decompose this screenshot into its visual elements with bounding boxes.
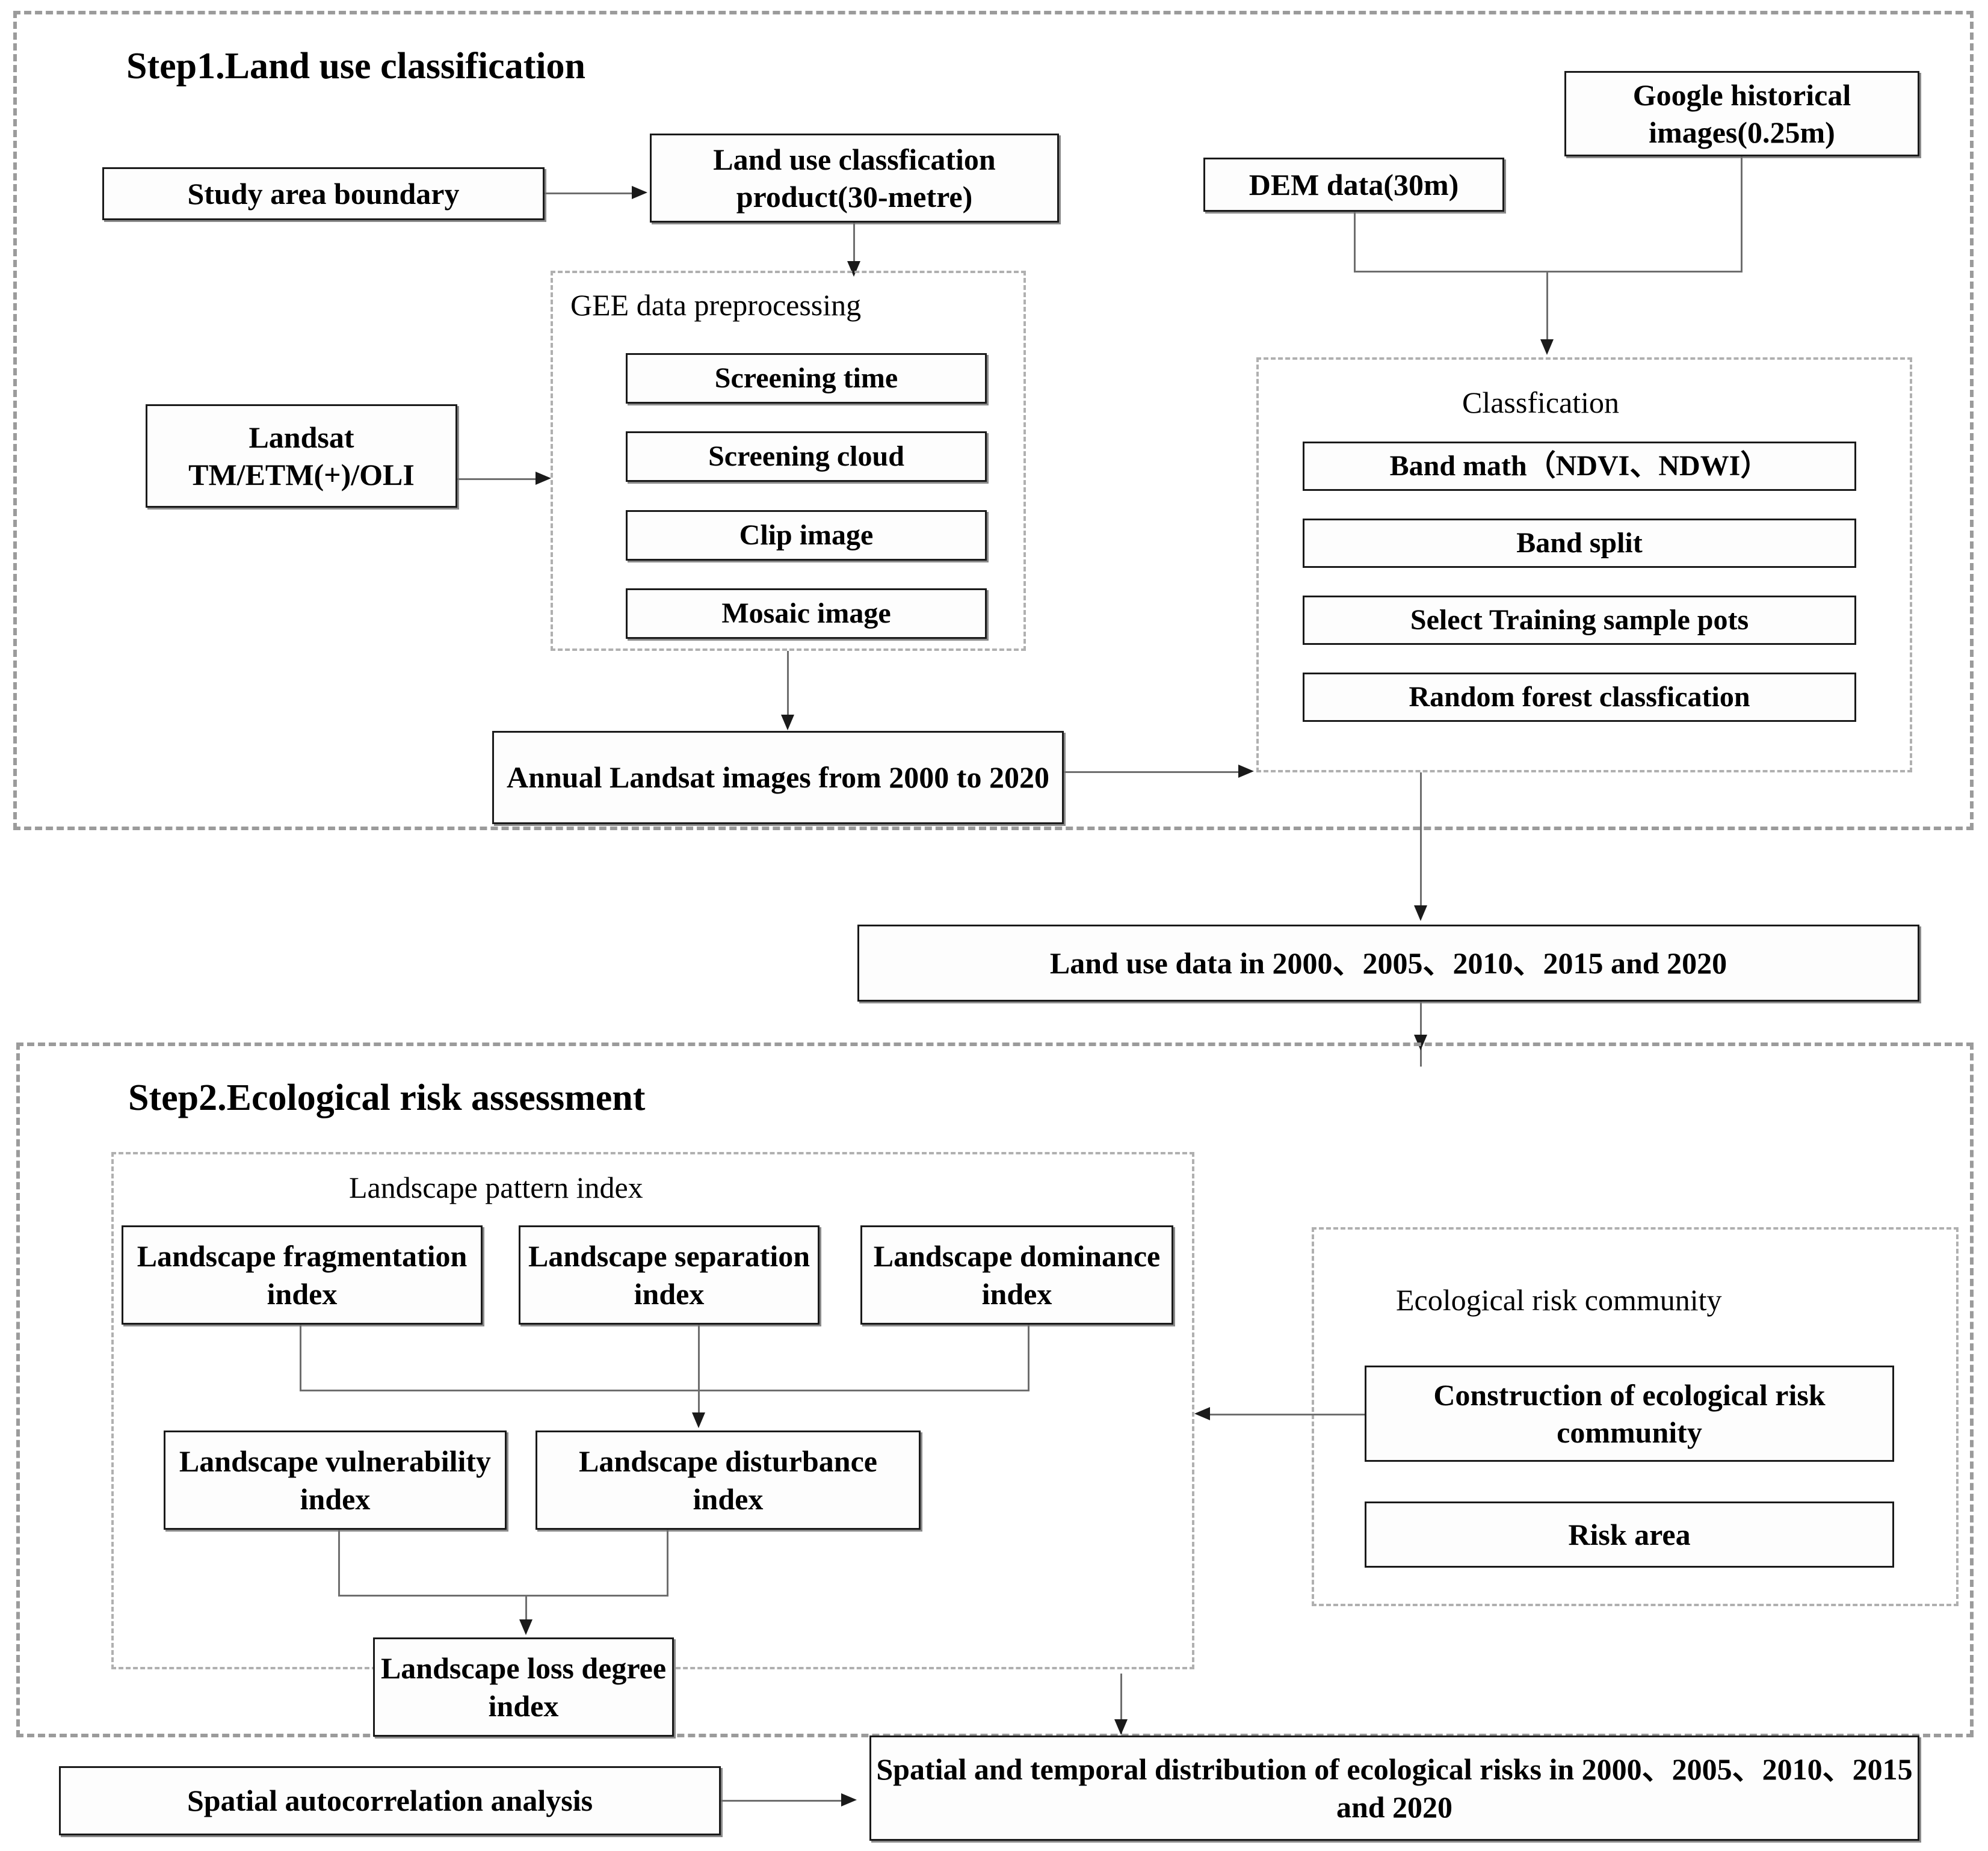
connector-join-to-classification	[1546, 271, 1548, 342]
arrow-riskcommunity-to-landscape	[1194, 1407, 1210, 1420]
classification-group-title: Classfication	[1462, 386, 1620, 419]
arrow-into-classification	[1540, 339, 1554, 355]
arrow-autocorrelation-to-result	[841, 1793, 857, 1806]
classification-item-band-split[interactable]: Band split	[1303, 519, 1856, 568]
risk-community-group	[1312, 1227, 1959, 1606]
arrow-to-loss-degree-index	[519, 1619, 532, 1635]
arrow-landsat-to-gee	[536, 472, 551, 485]
connector-google-down	[1741, 156, 1743, 272]
box-google-images[interactable]: Google historical images(0.25m)	[1564, 71, 1919, 156]
box-landscape-loss-degree-index[interactable]: Landscape loss degree index	[373, 1637, 674, 1737]
box-study-area-boundary[interactable]: Study area boundary	[102, 167, 545, 220]
connector-vulnerability-down	[338, 1530, 340, 1596]
connector-product-to-gee	[853, 223, 855, 263]
arrow-annual-to-classification	[1238, 765, 1254, 778]
connector-row1-bus	[300, 1390, 1030, 1391]
box-land-use-data[interactable]: Land use data in 2000、2005、2010、2015 and…	[857, 925, 1919, 1002]
connector-riskcommunity-to-landscape	[1209, 1414, 1365, 1415]
classification-item-random-forest[interactable]: Random forest classfication	[1303, 673, 1856, 722]
connector-dem-google-join	[1354, 271, 1743, 273]
arrow-step1-to-landuse-data	[1414, 905, 1427, 921]
box-landsat[interactable]: Landsat TM/ETM(+)/OLI	[146, 404, 457, 508]
box-dem-data[interactable]: DEM data(30m)	[1203, 158, 1504, 212]
connector-annual-to-classification	[1064, 771, 1238, 773]
classification-item-band-math[interactable]: Band math（NDVI、NDWI）	[1303, 442, 1856, 491]
box-landscape-vulnerability-index[interactable]: Landscape vulnerability index	[164, 1431, 507, 1530]
step2-title: Step2.Ecological risk assessment	[128, 1077, 646, 1118]
gee-item-clip-image[interactable]: Clip image	[626, 510, 987, 561]
box-result-spatiotemporal-distribution[interactable]: Spatial and temporal distribution of eco…	[869, 1736, 1919, 1841]
landscape-pattern-group-title: Landscape pattern index	[349, 1171, 643, 1204]
classification-group	[1256, 357, 1912, 772]
connector-bus-to-disturbance	[698, 1390, 700, 1418]
gee-group-title: GEE data preprocessing	[570, 288, 862, 322]
connector-step1-to-landuse-data	[1420, 772, 1422, 908]
connector-disturbance-down	[667, 1530, 668, 1596]
box-land-use-product[interactable]: Land use classfication product(30-metre)	[650, 134, 1059, 223]
classification-item-training-samples[interactable]: Select Training sample pots	[1303, 596, 1856, 645]
connector-dem-down	[1354, 212, 1356, 272]
box-risk-area[interactable]: Risk area	[1365, 1501, 1894, 1568]
step1-title: Step1.Land use classification	[126, 46, 586, 87]
gee-preprocessing-group	[551, 271, 1026, 651]
box-spatial-autocorrelation[interactable]: Spatial autocorrelation analysis	[59, 1766, 721, 1835]
box-landscape-fragmentation-index[interactable]: Landscape fragmentation index	[122, 1225, 483, 1325]
box-landscape-dominance-index[interactable]: Landscape dominance index	[860, 1225, 1173, 1325]
arrow-step2-to-result	[1114, 1719, 1128, 1735]
connector-step2-to-result	[1120, 1674, 1122, 1734]
box-landscape-separation-index[interactable]: Landscape separation index	[519, 1225, 820, 1325]
connector-gee-to-annual	[787, 651, 789, 717]
connector-landsat-to-gee	[457, 478, 536, 480]
connector-study-to-product	[545, 192, 632, 194]
gee-item-screening-time[interactable]: Screening time	[626, 353, 987, 404]
gee-item-screening-cloud[interactable]: Screening cloud	[626, 431, 987, 482]
connector-fragmentation-down	[300, 1325, 301, 1391]
connector-bus-to-loss	[525, 1595, 527, 1626]
connector-row2-bus	[338, 1595, 668, 1597]
box-landscape-disturbance-index[interactable]: Landscape disturbance index	[536, 1431, 921, 1530]
connector-autocorrelation-to-result	[721, 1800, 841, 1802]
arrow-to-disturbance-index	[692, 1412, 705, 1428]
connector-separation-down	[698, 1325, 700, 1391]
step1-container	[13, 11, 1974, 830]
gee-item-mosaic-image[interactable]: Mosaic image	[626, 588, 987, 639]
connector-landuse-data-to-step2	[1420, 1002, 1422, 1067]
risk-community-group-title: Ecological risk community	[1396, 1283, 1722, 1317]
box-construction-of-risk-community[interactable]: Construction of ecological risk communit…	[1365, 1366, 1894, 1462]
box-annual-landsat[interactable]: Annual Landsat images from 2000 to 2020	[492, 731, 1064, 824]
arrow-gee-to-annual	[781, 715, 794, 730]
connector-dominance-down	[1028, 1325, 1030, 1391]
arrow-study-to-product	[632, 186, 647, 199]
